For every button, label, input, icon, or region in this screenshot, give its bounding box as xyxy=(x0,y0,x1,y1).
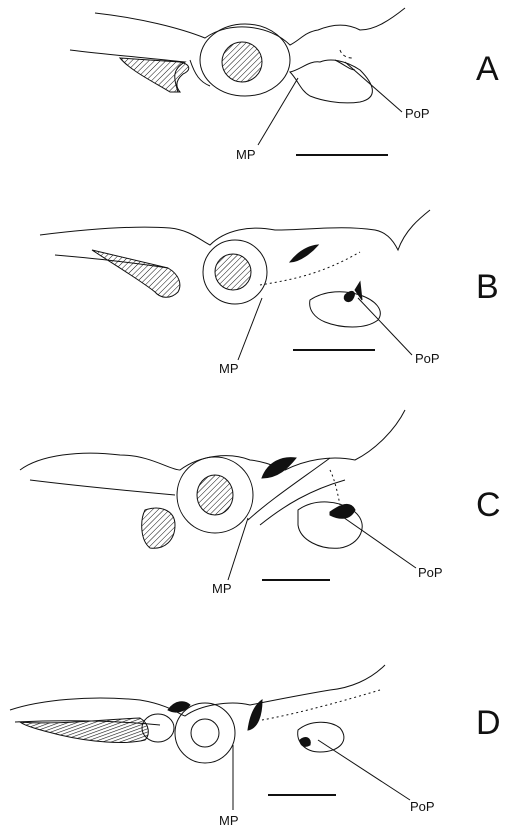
panel-d-pop-label: PoP xyxy=(410,800,435,813)
panel-d-dorsal-outline xyxy=(10,665,385,716)
panel-a-pop-pointer xyxy=(345,62,402,112)
panel-b-pop-pointer xyxy=(358,298,412,355)
panel-b-dark-spot-2 xyxy=(355,282,362,300)
panel-letter-b: B xyxy=(476,270,499,304)
panel-a-drawing xyxy=(70,8,405,155)
panel-c-mp-pointer xyxy=(228,518,248,580)
panel-b-mp-label: MP xyxy=(219,362,239,375)
panel-c-dark-crescent xyxy=(262,458,296,478)
panel-letter-a: A xyxy=(476,52,499,86)
panel-c-pop-pointer xyxy=(340,515,416,568)
panel-b-dorsal-outline xyxy=(40,210,430,250)
panel-c-dorsal-outline xyxy=(20,410,405,470)
panel-a-pop-label: PoP xyxy=(405,107,430,120)
panel-a-posterior-lobe xyxy=(290,60,372,103)
panel-b-orbit-hatched xyxy=(215,254,251,290)
panel-d-drawing xyxy=(10,665,410,810)
panel-a-mp-label: MP xyxy=(236,148,256,161)
panel-letter-d: D xyxy=(476,706,501,740)
panel-letter-c: C xyxy=(476,488,501,522)
panel-a-dorsal-outline xyxy=(95,8,405,45)
panel-a-hatched-bone xyxy=(120,58,189,92)
panel-b-mp-pointer xyxy=(238,298,262,360)
panel-b-dark-mark xyxy=(290,245,318,262)
panel-d-dark-blot xyxy=(300,738,310,747)
panel-c-drawing xyxy=(20,410,416,580)
panel-d-pop-pointer xyxy=(318,740,410,800)
panel-d-dark-mark-1 xyxy=(168,702,190,712)
panel-b-hatched-bone xyxy=(92,250,180,297)
panel-d-mp-label: MP xyxy=(219,814,239,827)
panel-c-hatched-bone xyxy=(142,508,175,548)
panel-a-mp-pointer xyxy=(258,78,298,145)
panel-d-hatched-bone xyxy=(20,718,148,742)
panel-b-dark-spot-1 xyxy=(344,291,354,301)
panel-b-pop-label: PoP xyxy=(415,352,440,365)
panel-c-orbit-hatched xyxy=(197,475,233,515)
panel-c-pop-label: PoP xyxy=(418,566,443,579)
panel-c-mp-label: MP xyxy=(212,582,232,595)
panel-d-orbit-ring xyxy=(175,703,235,763)
panel-d-orbit-inner xyxy=(191,719,219,747)
panel-b-drawing xyxy=(40,210,430,360)
panel-a-orbit-hatched xyxy=(222,42,262,82)
